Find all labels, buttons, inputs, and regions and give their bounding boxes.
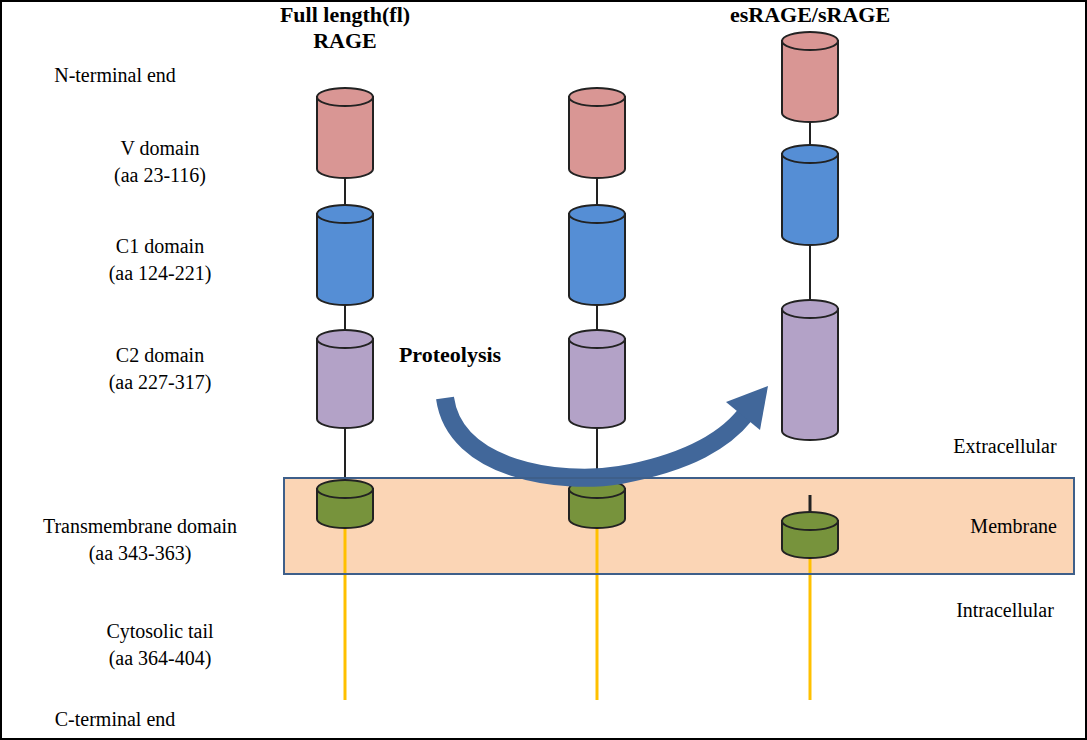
- region-label: Extracellular: [935, 433, 1075, 460]
- domain-label: Transmembrane domain (aa 343-363): [35, 513, 245, 567]
- region-label: Intracellular: [935, 597, 1075, 624]
- terminus-label: C-terminal end: [15, 706, 215, 733]
- domain-label: C1 domain (aa 124-221): [105, 233, 215, 287]
- domain-label: V domain (aa 23-116): [110, 135, 210, 189]
- membrane-band: Membrane: [283, 477, 1075, 575]
- membrane-fill: [283, 477, 1075, 575]
- terminus-label: N-terminal end: [15, 62, 215, 89]
- domain-label: Cytosolic tail (aa 364-404): [100, 618, 220, 672]
- domain-label: C2 domain (aa 227-317): [105, 342, 215, 396]
- domain-cylinders: [317, 32, 838, 558]
- proteolysis-arrow: [445, 386, 768, 478]
- cytosolic-tail: [345, 528, 810, 700]
- domain-stems: [345, 122, 810, 512]
- region-label: Membrane: [970, 513, 1057, 540]
- column-heading: esRAGE/sRAGE: [720, 2, 900, 28]
- column-heading: Full length(fl) RAGE: [265, 2, 425, 54]
- process-label: Proteolysis: [375, 342, 525, 368]
